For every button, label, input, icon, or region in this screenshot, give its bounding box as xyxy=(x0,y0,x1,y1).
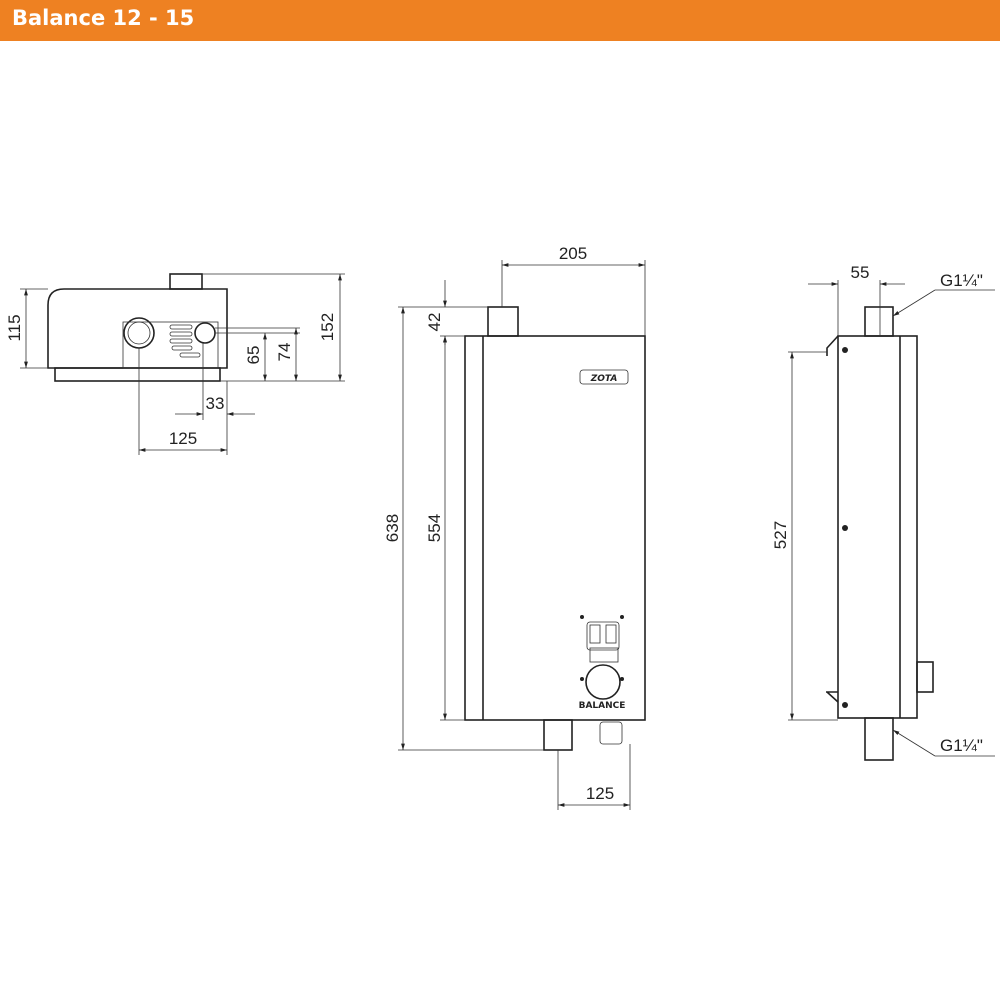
front-view: ZOTA BALANCE 205 42 638 554 125 xyxy=(383,244,646,810)
thermostat-dial-icon xyxy=(585,664,621,700)
dim-33: 33 xyxy=(206,394,225,413)
thread-label-bottom: G1¼" xyxy=(940,736,983,755)
dim-74: 74 xyxy=(275,343,294,362)
thread-label-top: G1¼" xyxy=(940,271,983,290)
top-view: 115 152 65 74 33 125 xyxy=(5,273,345,455)
dim-152: 152 xyxy=(318,313,337,341)
cable-gland-icon xyxy=(599,721,623,745)
panel-label: BALANCE xyxy=(579,701,626,711)
dim-115: 115 xyxy=(5,314,24,341)
dim-554: 554 xyxy=(425,514,444,542)
logo: ZOTA xyxy=(590,374,618,384)
dim-42: 42 xyxy=(425,313,444,332)
knob-icon xyxy=(123,317,155,349)
control-panel xyxy=(580,615,624,700)
title-bar: Balance 12 - 15 xyxy=(0,0,1000,41)
page-title: Balance 12 - 15 xyxy=(12,6,195,30)
dim-65: 65 xyxy=(244,346,263,365)
dim-125-top: 125 xyxy=(169,429,197,448)
dim-55: 55 xyxy=(851,263,870,282)
dim-638: 638 xyxy=(383,514,402,542)
dim-205: 205 xyxy=(559,244,587,263)
dim-527: 527 xyxy=(771,521,790,549)
dim-125-bottom: 125 xyxy=(586,784,614,803)
side-view: 55 527 G1¼" G1¼" xyxy=(771,263,995,761)
logo-badge xyxy=(579,369,629,385)
